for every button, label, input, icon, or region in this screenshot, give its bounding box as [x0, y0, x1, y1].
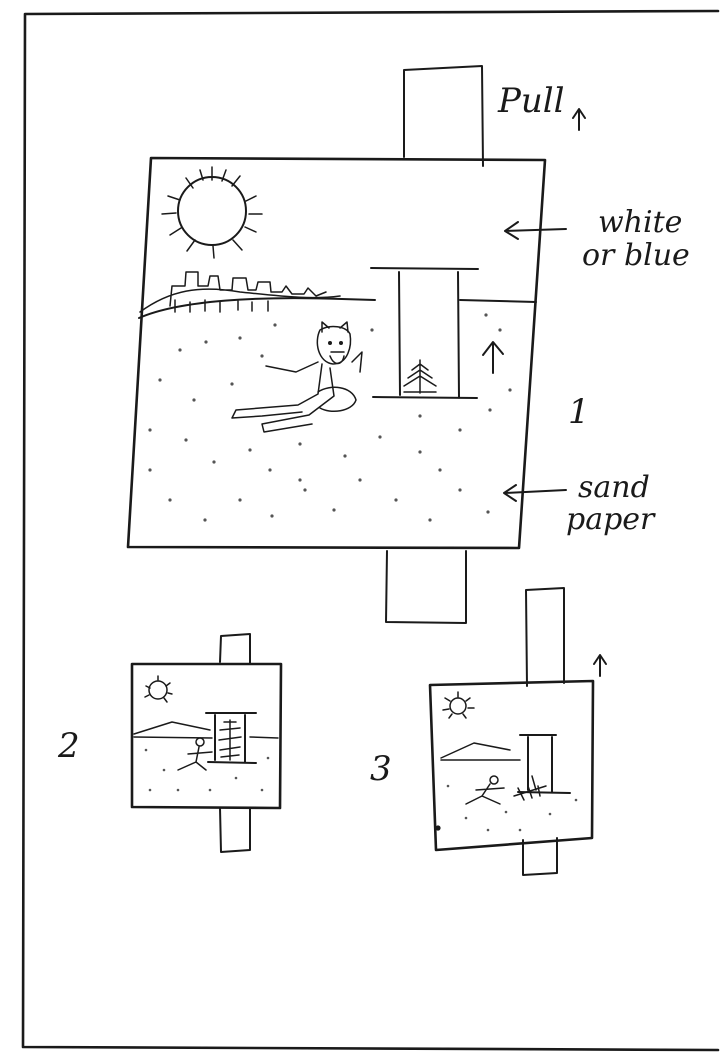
paper-label: paper	[566, 502, 656, 537]
panel-3-window	[517, 734, 571, 794]
panel-3-number: 3	[370, 749, 392, 789]
sand-label: sand	[578, 470, 650, 505]
page-border	[21, 9, 720, 1052]
tree-icon	[403, 359, 437, 394]
horizon-line	[138, 297, 537, 319]
panel-3-sun-icon	[442, 691, 475, 719]
panel-3-fallen-tree	[513, 775, 547, 801]
panel-3-runner	[465, 775, 505, 805]
panel-3-pull-arrow-icon	[593, 654, 607, 677]
panel-2	[130, 633, 283, 853]
panel-3-pull-tab-bottom	[522, 837, 558, 876]
panel-2-pull-tab-top	[219, 633, 251, 664]
or-blue-label: or blue	[582, 238, 690, 273]
panel-2-runner	[177, 737, 213, 771]
panel-1-pull-tab-bottom	[385, 550, 467, 624]
panel-1-number: 1	[568, 392, 590, 432]
sand-texture	[148, 313, 512, 522]
pull-arrow-icon	[572, 108, 586, 131]
panel-2-frame	[130, 662, 283, 810]
sun-icon	[161, 166, 263, 259]
panel-2-sand-texture	[144, 748, 270, 792]
white-label: white	[598, 205, 682, 240]
panel-3	[428, 587, 607, 876]
panel-2-sun-icon	[144, 675, 173, 703]
panel-3-horizon	[440, 742, 521, 761]
panel-3-frame	[428, 679, 595, 852]
panel-1-window	[370, 267, 479, 399]
panel-1-frame	[126, 156, 547, 550]
pull-label: Pull	[497, 81, 565, 121]
panel-2-horizon	[133, 721, 279, 739]
sand-annotation-arrow	[503, 484, 567, 502]
panel-2-pull-tab-bottom	[219, 807, 251, 853]
white-annotation-arrow	[504, 221, 567, 240]
panel-1	[126, 65, 586, 624]
panel-2-number: 2	[57, 726, 80, 766]
skyline	[139, 271, 341, 313]
panel-3-pull-tab-top	[525, 587, 565, 687]
castaway-figure	[231, 321, 363, 433]
panel-3-sand-texture	[435, 784, 578, 832]
panel-2-tree-icon	[218, 719, 242, 761]
panel-2-window	[205, 712, 257, 764]
arrow-up-icon	[482, 341, 504, 374]
panel-1-pull-tab-top	[403, 65, 484, 167]
